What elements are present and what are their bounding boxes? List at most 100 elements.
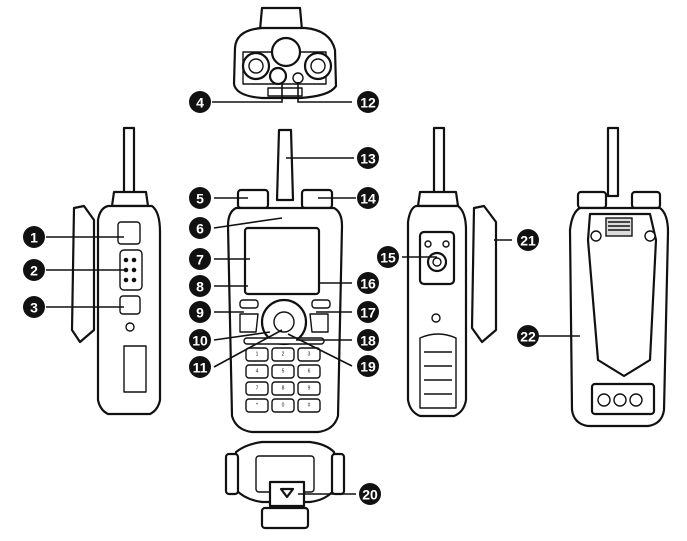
callout-2: 2 (23, 259, 45, 281)
callout-circle (189, 301, 211, 323)
callout-number: 7 (196, 252, 204, 268)
callout-number: 2 (30, 263, 38, 279)
callout-number: 17 (360, 305, 376, 321)
callout-circle (189, 275, 211, 297)
callout-number: 6 (196, 221, 204, 237)
keypad-key-label: 9 (308, 386, 311, 392)
callout-number: 9 (196, 305, 204, 321)
callout-number: 1 (30, 230, 38, 246)
callout-number: 3 (30, 300, 38, 316)
callout-5: 5 (189, 187, 211, 209)
callout-circle (357, 355, 379, 377)
bottom-view (224, 440, 346, 530)
keypad-key-label: 2 (282, 352, 285, 358)
callout-circle (23, 226, 45, 248)
back-view (568, 126, 670, 428)
keypad-key-label: 7 (256, 386, 259, 392)
callout-number: 13 (360, 151, 376, 167)
keypad-key (297, 381, 321, 396)
callout-circle (357, 187, 379, 209)
keypad-key (271, 381, 295, 396)
callout-circle (189, 217, 211, 239)
top-view (232, 6, 338, 100)
keypad-key (271, 347, 295, 362)
keypad-key (245, 347, 269, 362)
front-view: 1 2 3 4 5 6 7 8 9 * 0 # (226, 128, 344, 434)
keypad-key (297, 398, 321, 413)
callout-4: 4 (189, 91, 211, 113)
callout-3: 3 (23, 296, 45, 318)
callout-15: 15 (377, 246, 399, 268)
callout-circle (357, 329, 379, 351)
callout-circle (189, 356, 211, 378)
callout-circle (517, 325, 539, 347)
keypad-key (245, 381, 269, 396)
keypad-key-label: 4 (256, 369, 259, 375)
callout-number: 12 (360, 95, 376, 111)
right-side-view (406, 126, 498, 418)
callout-number: 4 (196, 95, 204, 111)
keypad-key (271, 398, 295, 413)
keypad-key (245, 398, 269, 413)
callout-circle (359, 483, 381, 505)
callout-19: 19 (357, 355, 379, 377)
callout-21: 21 (517, 229, 539, 251)
callout-11: 11 (189, 356, 211, 378)
callout-circle (189, 187, 211, 209)
callout-circle (23, 296, 45, 318)
keypad-key-label: 1 (256, 352, 259, 358)
callout-number: 15 (380, 250, 396, 266)
keypad-key-label: 3 (308, 352, 311, 358)
callout-circle (377, 246, 399, 268)
leader-lines (46, 82, 580, 495)
callout-circle (357, 272, 379, 294)
callout-circle (357, 301, 379, 323)
callout-9: 9 (189, 301, 211, 323)
callout-10: 10 (189, 329, 211, 351)
callout-circle (357, 91, 379, 113)
keypad-key-label: 5 (282, 369, 285, 375)
callout-circle (517, 229, 539, 251)
callout-circle (189, 329, 211, 351)
callout-number: 19 (360, 359, 376, 375)
callout-number: 22 (520, 329, 536, 345)
keypad-key (297, 364, 321, 379)
keypad-key-label: # (308, 403, 311, 409)
callout-number: 11 (193, 360, 208, 376)
callout-17: 17 (357, 301, 379, 323)
keypad-key (271, 364, 295, 379)
callout-number: 8 (196, 279, 204, 295)
keypad-key-label: * (256, 403, 258, 409)
callout-number: 21 (520, 233, 536, 249)
callout-circle (357, 147, 379, 169)
callout-number: 14 (360, 191, 376, 207)
callout-circle (189, 248, 211, 270)
callout-7: 7 (189, 248, 211, 270)
callout-number: 10 (192, 333, 208, 349)
callout-number: 18 (360, 333, 376, 349)
callout-8: 8 (189, 275, 211, 297)
callout-6: 6 (189, 217, 211, 239)
keypad-key (245, 364, 269, 379)
callout-12: 12 (357, 91, 379, 113)
callout-1: 1 (23, 226, 45, 248)
keypad-key-label: 0 (282, 403, 285, 409)
callout-14: 14 (357, 187, 379, 209)
callout-20: 20 (359, 483, 381, 505)
left-side-view (70, 126, 162, 416)
callout-circle (189, 91, 211, 113)
callout-number: 5 (196, 191, 204, 207)
keypad: 1 2 3 4 5 6 7 8 9 * 0 # (245, 347, 321, 413)
callout-13: 13 (357, 147, 379, 169)
callout-22: 22 (517, 325, 539, 347)
callout-18: 18 (357, 329, 379, 351)
callout-number: 16 (360, 276, 376, 292)
keypad-key-label: 6 (308, 369, 311, 375)
callout-number: 20 (362, 487, 378, 503)
keypad-key (297, 347, 321, 362)
callout-16: 16 (357, 272, 379, 294)
callout-circle (23, 259, 45, 281)
keypad-key-label: 8 (282, 386, 285, 392)
